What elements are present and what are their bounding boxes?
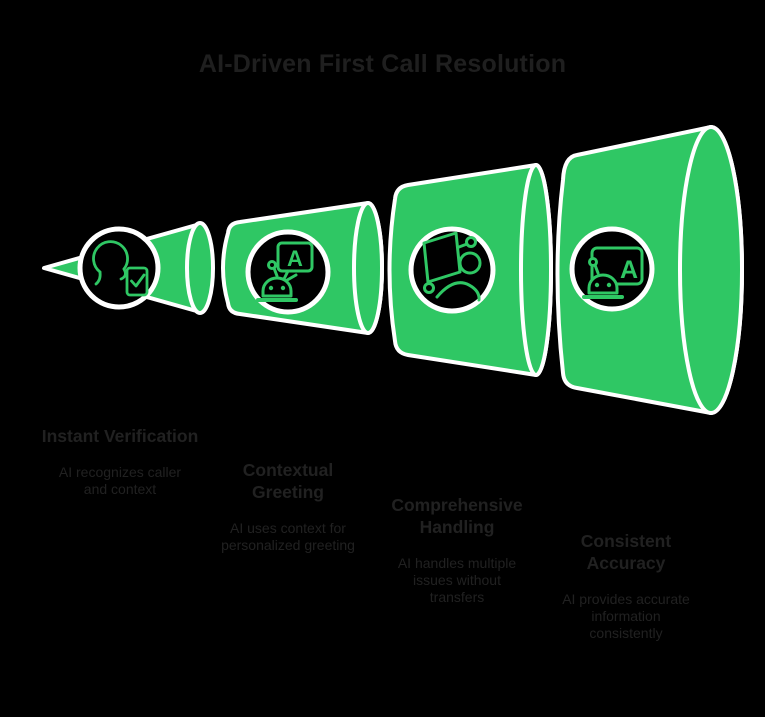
- stage-title: Comprehensive Handling: [391, 495, 523, 537]
- workflow-person-icon: [422, 231, 482, 302]
- stage-description: AI provides accurate information consist…: [562, 590, 690, 641]
- stage-title: Consistent Accuracy: [580, 531, 672, 573]
- robot-chat-bubble-icon: A: [256, 241, 314, 302]
- funnel-segment-1-cap: [185, 221, 215, 315]
- funnel-segment-2-cap: [352, 201, 384, 335]
- stage-label-2: Contextual Greeting AI uses context for …: [208, 460, 368, 554]
- stage-title: Instant Verification: [41, 426, 199, 446]
- stage-label-3: Comprehensive Handling AI handles multip…: [377, 495, 537, 606]
- funnel-segment-4-cap: [678, 125, 744, 415]
- stage-label-4: Consistent Accuracy AI provides accurate…: [546, 531, 706, 642]
- robot-screen-icon: A: [582, 246, 644, 299]
- funnel-segment-3-cap: [519, 163, 553, 377]
- stage-title: Contextual Greeting: [242, 460, 334, 502]
- stage-description: AI handles multiple issues without trans…: [397, 554, 517, 605]
- stage-label-1: Instant Verification AI recognizes calle…: [40, 426, 200, 498]
- page-title: AI-Driven First Call Resolution: [198, 50, 567, 78]
- icon-letter: A: [620, 256, 638, 284]
- caller-verification-icon: [92, 240, 149, 297]
- icon-letter: A: [287, 246, 303, 271]
- stage-description: AI uses context for personalized greetin…: [221, 519, 355, 553]
- stage-description: AI recognizes caller and context: [58, 463, 182, 497]
